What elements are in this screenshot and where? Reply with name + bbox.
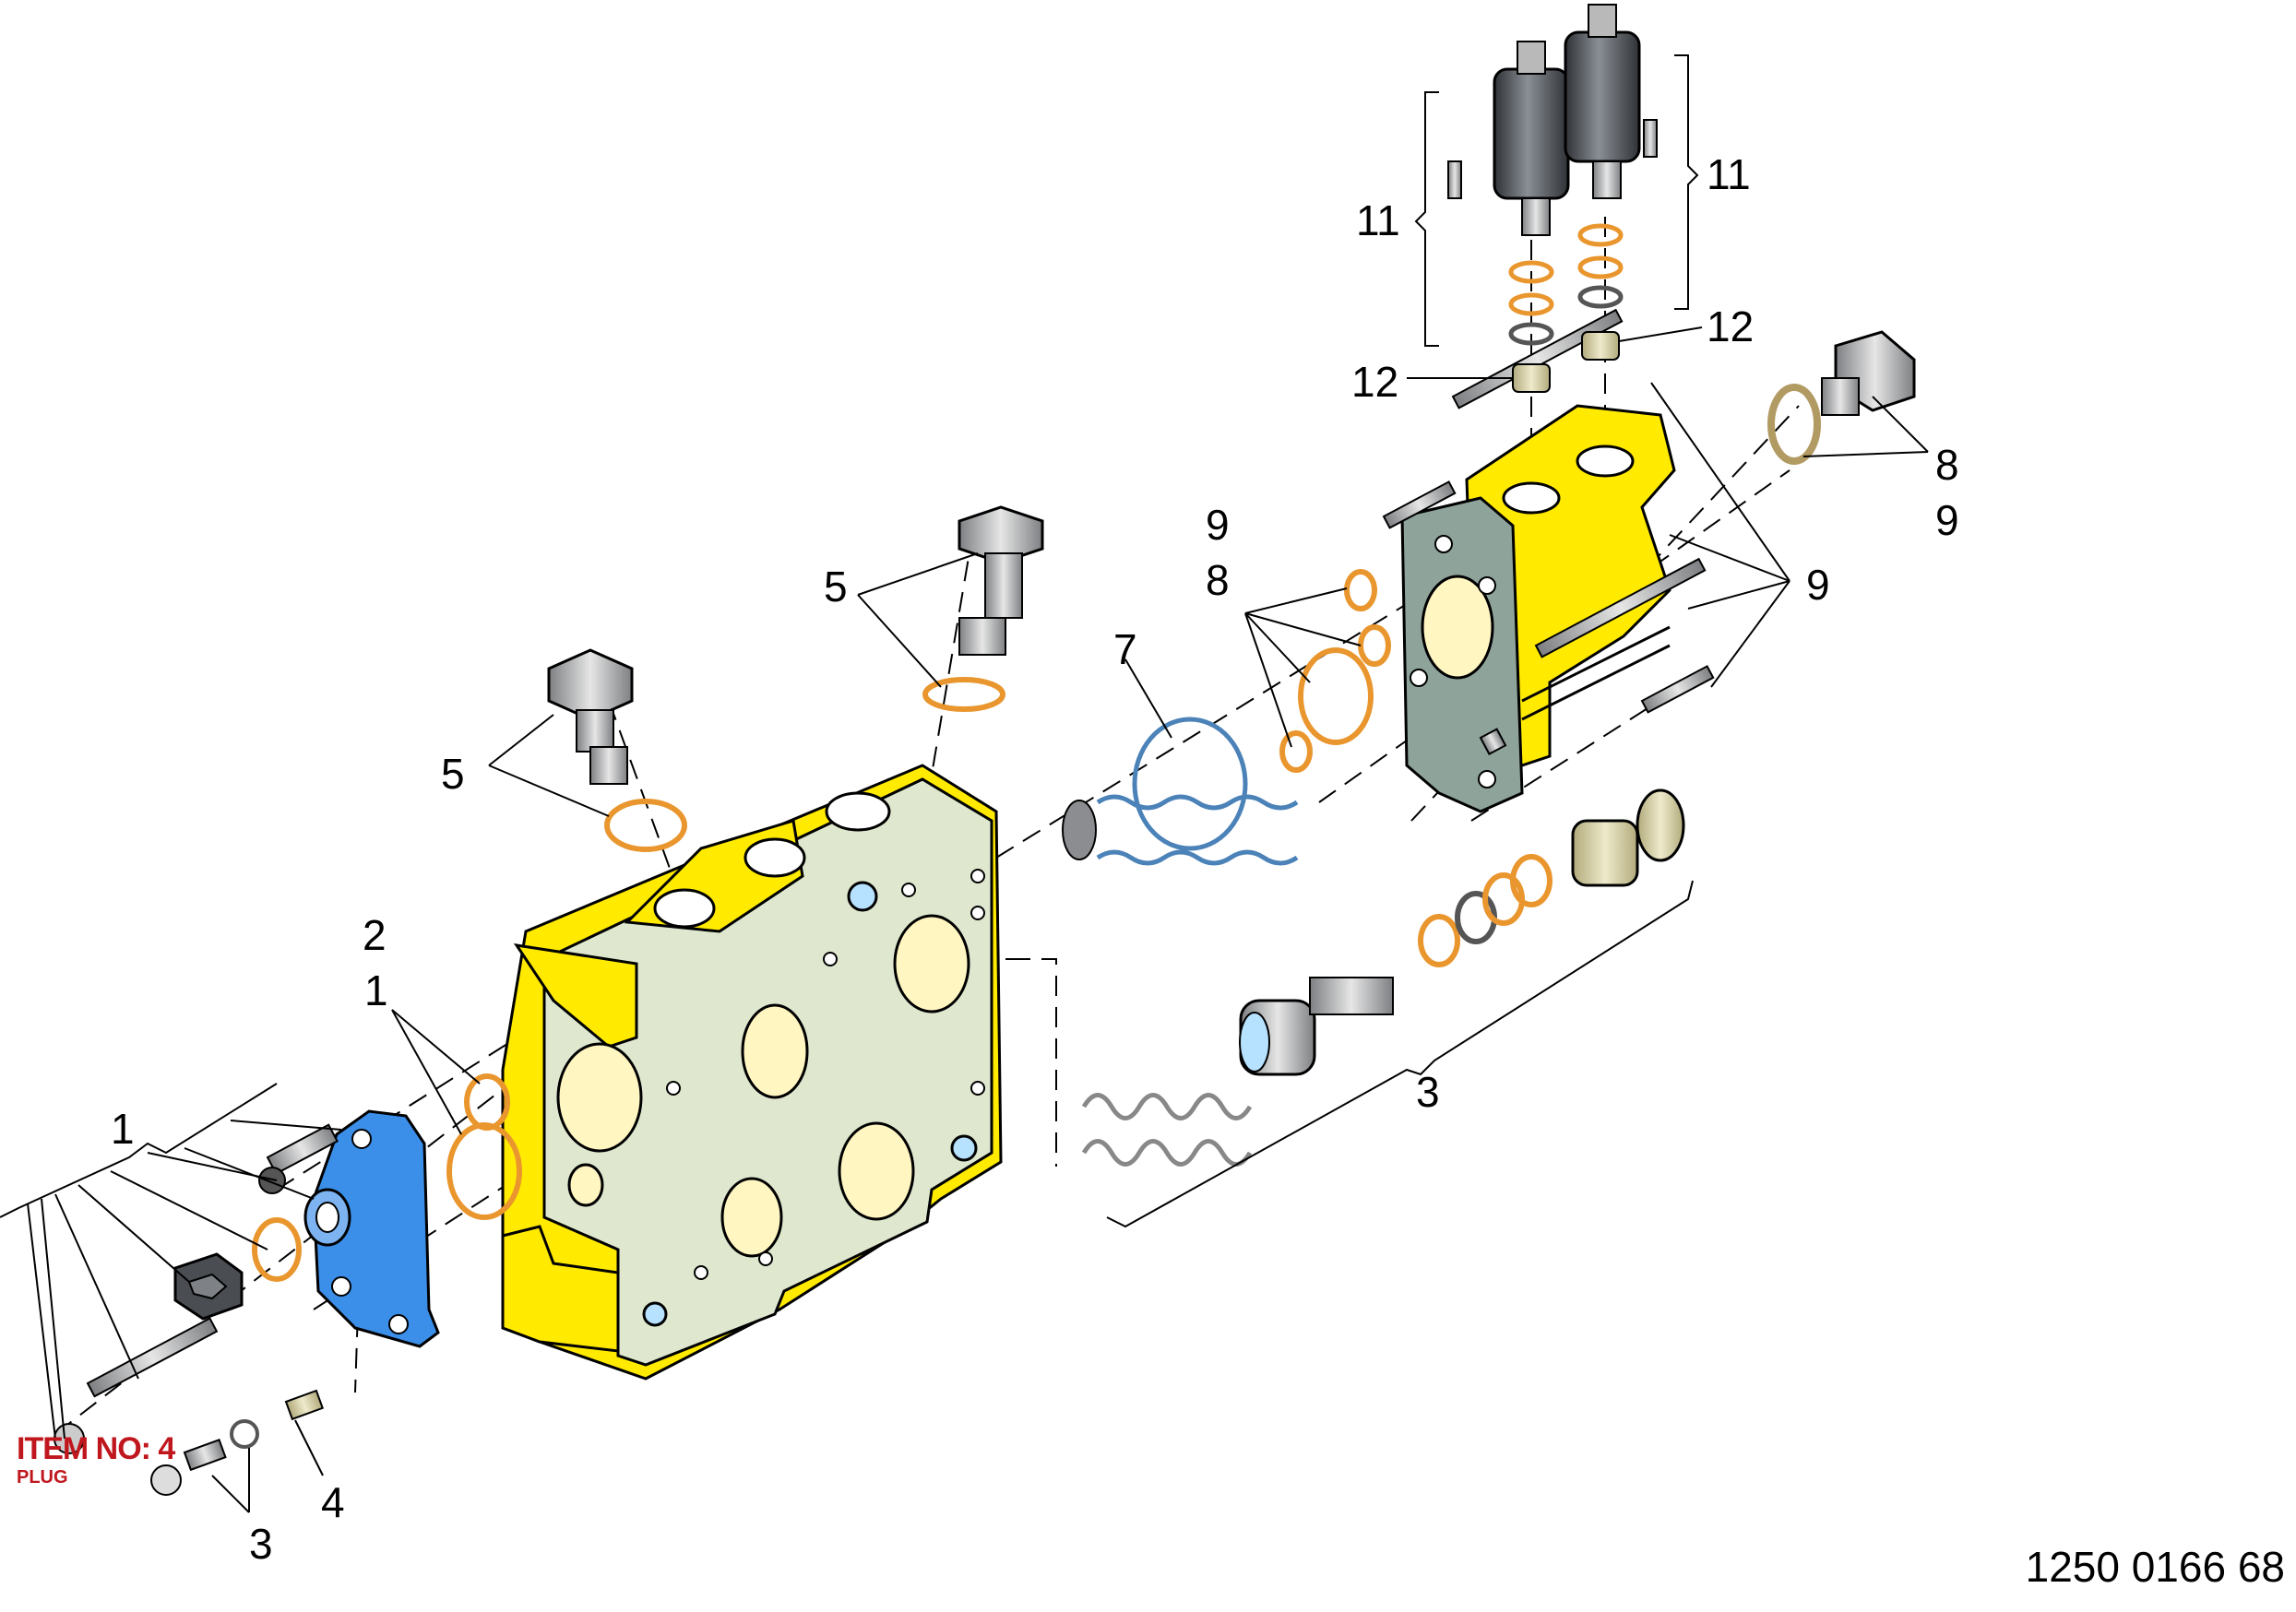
label-8-left: 8 (1206, 556, 1230, 604)
main-spring (1062, 717, 1299, 866)
label-9-mid: 9 (1806, 561, 1830, 609)
drawing-number: 1250 0166 68 (2025, 1543, 2285, 1591)
spool-kit (1081, 788, 1685, 1167)
valve-housing (501, 764, 1003, 1381)
item-tag-subtitle: PLUG (17, 1467, 68, 1488)
label-1-mid: 1 (364, 966, 388, 1014)
label-5-top: 5 (824, 563, 848, 610)
label-12-left: 12 (1351, 358, 1398, 406)
label-9-left: 9 (1206, 501, 1230, 549)
end-plate-assembly (1400, 404, 1676, 813)
item-tag: ITEM NO: 4 PLUG (17, 1431, 175, 1488)
label-7: 7 (1113, 625, 1137, 673)
label-3-right: 3 (1416, 1068, 1440, 1116)
label-4: 4 (321, 1478, 345, 1526)
solenoid-valves (1447, 4, 1658, 236)
item-tag-title: ITEM NO: 4 (17, 1431, 175, 1466)
o-rings (252, 569, 1391, 1282)
label-2: 2 (363, 911, 387, 959)
label-12-right: 12 (1707, 302, 1754, 350)
relief-valve-top (922, 505, 1044, 712)
end-plate-bolts (1382, 308, 1715, 756)
label-8-right: 8 (1935, 441, 1959, 489)
leader-lines (0, 54, 1929, 1513)
small-hardware (54, 1123, 339, 1496)
label-3-bottom: 3 (249, 1520, 273, 1568)
label-9-right: 9 (1935, 496, 1959, 544)
label-11-left: 11 (1356, 196, 1400, 244)
right-plug (1767, 330, 1916, 465)
solenoid-insert-item-12 (1512, 331, 1620, 393)
solenoid-seal-stack (1508, 223, 1624, 346)
relief-valve-left (547, 648, 687, 852)
label-11-right: 11 (1707, 150, 1751, 198)
blue-cover-plate (303, 1109, 440, 1348)
label-5-left: 5 (441, 750, 465, 798)
label-1-left: 1 (111, 1105, 135, 1153)
